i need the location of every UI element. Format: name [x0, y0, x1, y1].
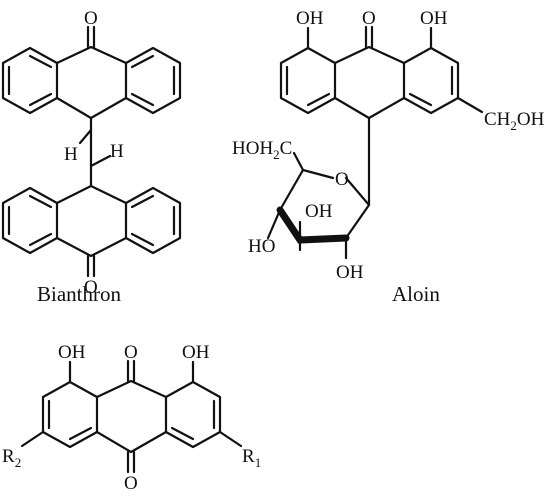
core-oh-right: OH — [182, 342, 210, 363]
bianthron-o-top: O — [84, 8, 98, 29]
aloin-hoh2c: HOH2C — [232, 138, 292, 162]
core-o-top: O — [124, 342, 138, 363]
core-r1: R1 — [242, 446, 261, 470]
aloin-ho-ring2: HO — [248, 236, 275, 257]
aloin-caption: Aloin — [392, 282, 440, 306]
core-oh-left: OH — [58, 342, 86, 363]
bianthron-caption: Bianthron — [37, 282, 121, 306]
bianthron-o-bottom: O — [84, 277, 98, 298]
aloin-oh-ring3: OH — [336, 262, 364, 283]
aloin-oh-right: OH — [420, 8, 448, 29]
anthraquinone-core-structure: OH O OH O R2 R1 — [2, 342, 261, 494]
core-o-bottom: O — [124, 473, 138, 494]
bianthron-structure: O H H O Bianthron — [1, 8, 182, 306]
aloin-ring-o: O — [335, 169, 349, 190]
core-r2: R2 — [2, 446, 21, 470]
aloin-structure: OH O OH CH2OH HOH2C O OH HO OH Aloin — [232, 8, 545, 306]
bianthron-h-right: H — [110, 141, 124, 162]
bianthron-h-left: H — [64, 144, 78, 165]
aloin-oh-left: OH — [296, 8, 324, 29]
aloin-oh-ring1: OH — [305, 201, 333, 222]
aloin-ch2oh: CH2OH — [484, 109, 545, 133]
aloin-o-center: O — [362, 8, 376, 29]
